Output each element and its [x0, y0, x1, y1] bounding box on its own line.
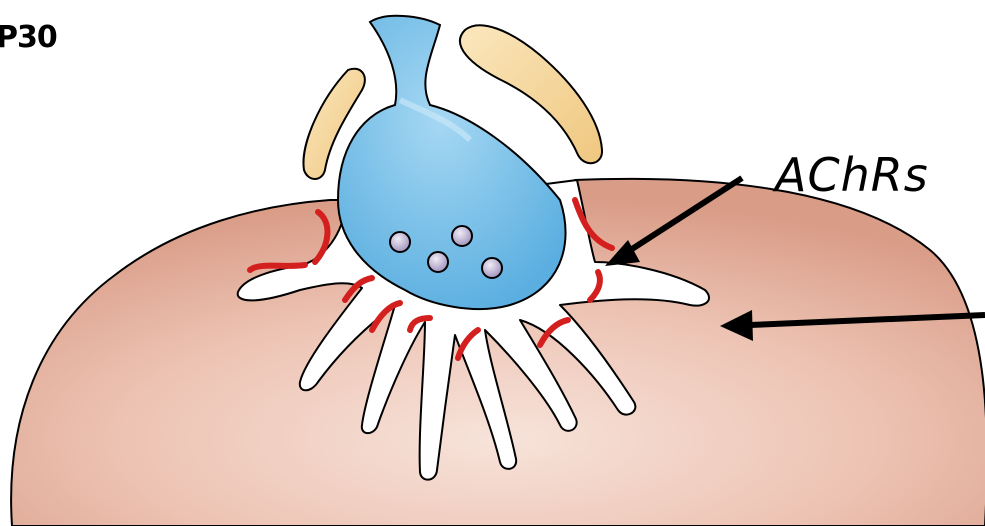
achrs-label: AChRs — [775, 148, 929, 202]
panel-label: P30 — [0, 20, 57, 55]
vesicle-1 — [390, 232, 410, 252]
vesicle-3 — [428, 252, 448, 272]
vesicle-2 — [452, 226, 472, 246]
vesicle-4 — [482, 258, 502, 278]
